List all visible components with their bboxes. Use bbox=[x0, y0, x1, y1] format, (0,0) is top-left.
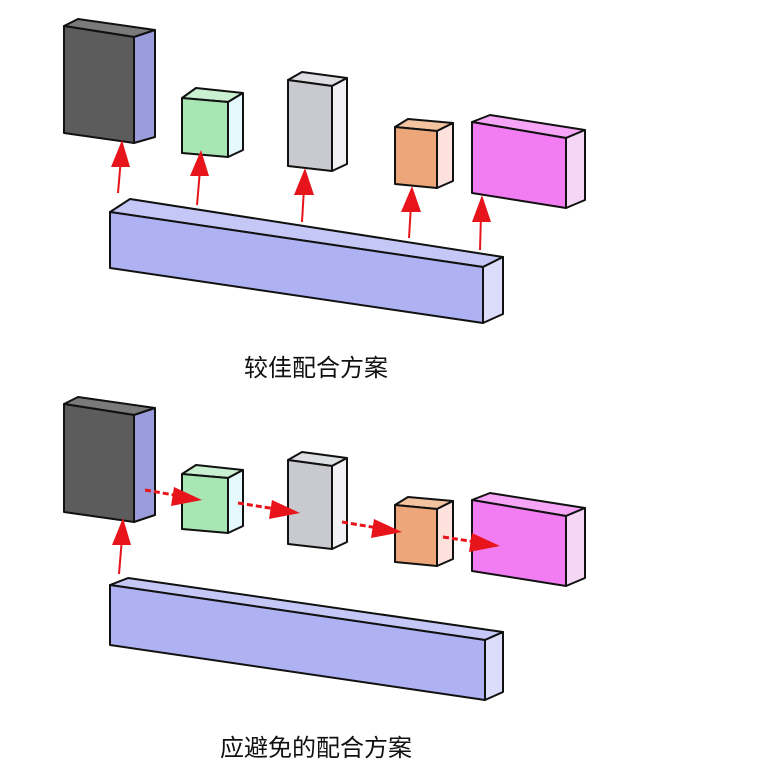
part-3-front-face bbox=[287, 459, 333, 550]
part-5-avoid bbox=[471, 492, 586, 587]
arrow-part-4-to-part-5 bbox=[442, 535, 477, 544]
part-3-side-face bbox=[331, 77, 348, 172]
arrows-avoid bbox=[112, 487, 500, 575]
part-5-recommended bbox=[471, 114, 586, 209]
arrowhead-part-5 bbox=[472, 195, 491, 222]
part-4-side-face bbox=[436, 500, 454, 567]
base-side-face bbox=[482, 256, 504, 324]
arrowhead-part-5 bbox=[469, 533, 500, 552]
arrowhead-part-1 bbox=[112, 518, 131, 545]
arrow-part-3-to-part-4 bbox=[341, 520, 379, 530]
part-5-side-face bbox=[565, 129, 586, 209]
arrowhead-part-4 bbox=[371, 519, 402, 538]
arrowhead-part-2 bbox=[190, 150, 209, 176]
part-5-front-face bbox=[471, 121, 567, 209]
part-1-side-face bbox=[133, 407, 156, 523]
arrowhead-part-3 bbox=[269, 500, 300, 519]
part-3-side-face bbox=[331, 457, 348, 550]
avoid-scheme bbox=[63, 396, 586, 701]
part-2-side-face bbox=[227, 92, 244, 158]
part-1-side-face bbox=[133, 29, 156, 144]
part-4-avoid bbox=[394, 496, 454, 567]
part-2-avoid bbox=[181, 464, 244, 534]
part-1-front-face bbox=[63, 403, 135, 523]
arrow-part-2-to-part-3 bbox=[237, 501, 277, 511]
part-1-avoid bbox=[63, 396, 156, 523]
arrowhead-part-2 bbox=[171, 487, 202, 506]
caption-avoid: 应避免的配合方案 bbox=[220, 734, 412, 762]
part-3-recommended bbox=[287, 71, 348, 172]
part-5-side-face bbox=[565, 507, 586, 587]
part-2-front-face bbox=[181, 97, 229, 158]
part-1-front-face bbox=[63, 25, 135, 144]
part-2-side-face bbox=[227, 469, 244, 534]
base-side-face bbox=[484, 631, 504, 701]
part-2-recommended bbox=[181, 87, 244, 158]
arrowhead-part-4 bbox=[401, 186, 421, 212]
part-4-side-face bbox=[436, 122, 454, 189]
part-4-front-face bbox=[394, 504, 438, 567]
part-4-front-face bbox=[394, 126, 438, 189]
arrowhead-part-1 bbox=[111, 140, 130, 167]
part-3-front-face bbox=[287, 79, 333, 172]
base-block-avoid bbox=[109, 577, 504, 701]
part-2-front-face bbox=[181, 473, 229, 534]
part-3-avoid bbox=[287, 451, 348, 550]
caption-recommended: 较佳配合方案 bbox=[244, 354, 388, 382]
arrows-recommended bbox=[111, 140, 491, 251]
base-block-recommended bbox=[109, 198, 504, 324]
recommended-scheme bbox=[63, 18, 586, 324]
part-1-recommended bbox=[63, 18, 156, 144]
arrowhead-part-3 bbox=[294, 168, 314, 195]
part-4-recommended bbox=[394, 118, 454, 189]
